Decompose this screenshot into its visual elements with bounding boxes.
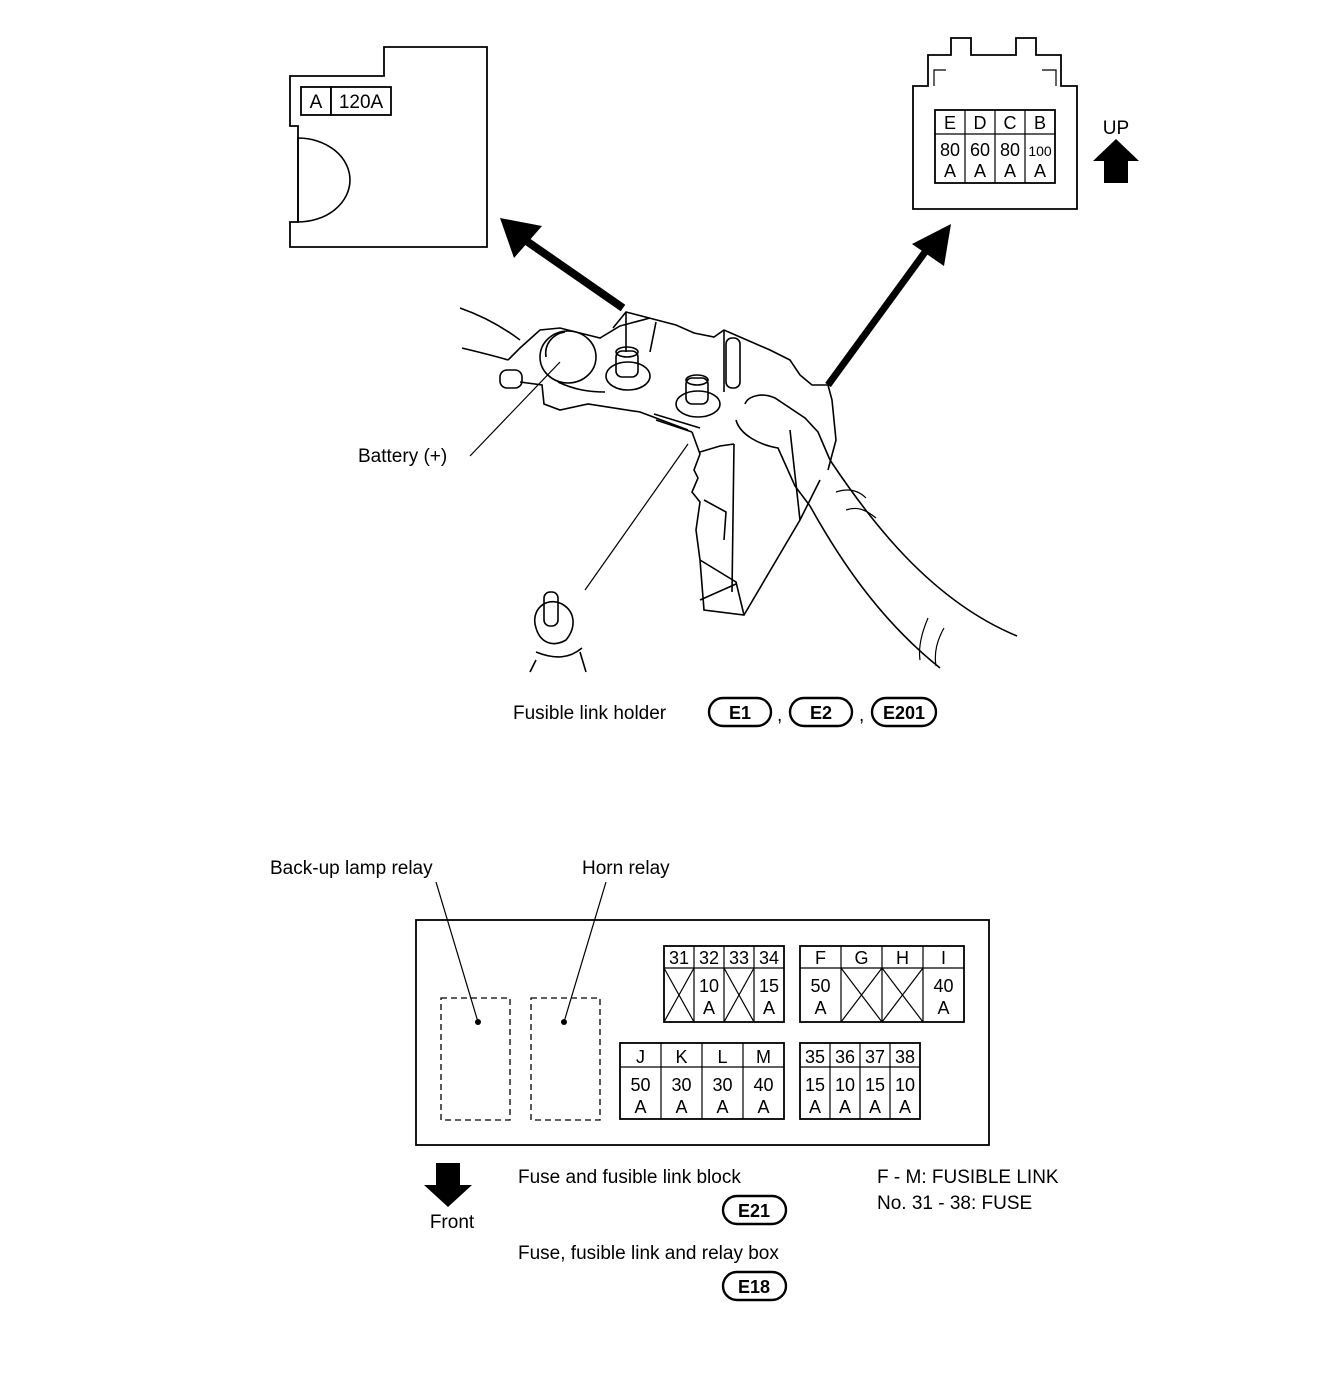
empty-slot-cross — [723, 967, 755, 1023]
block-caption: Fuse and fusible link block — [518, 1167, 741, 1188]
grid-cell-value: 10 — [895, 1075, 915, 1095]
holder-a-rating: 120A — [339, 92, 384, 113]
front-arrow-icon — [424, 1163, 472, 1207]
holder-a-label: A — [310, 92, 323, 113]
grid-cell-label: 34 — [759, 948, 779, 968]
holder-b-cell-value: 60 — [970, 140, 990, 160]
holder-b-cell-unit: A — [1034, 161, 1046, 181]
grid-cell-label: 36 — [835, 1047, 855, 1067]
legend-fuse: No. 31 - 38: FUSE — [877, 1193, 1032, 1214]
connector-e2-badge: E2 — [788, 696, 854, 728]
holder-b-cell-unit: A — [1004, 161, 1016, 181]
connector-e201-badge: E201 — [870, 696, 938, 728]
front-label: Front — [430, 1212, 475, 1233]
grid-cell-unit: A — [716, 1097, 728, 1117]
grid-cell-unit: A — [869, 1097, 881, 1117]
backup-relay-label: Back-up lamp relay — [270, 858, 433, 879]
connector-e18-badge: E18 — [721, 1270, 788, 1302]
grid-cell-value: 40 — [753, 1075, 773, 1095]
grid-cell-value: 15 — [759, 976, 779, 996]
arrow-to-holder-b-icon — [825, 224, 951, 388]
connector-separator: , — [859, 705, 864, 726]
connector-e2-label: E2 — [810, 703, 832, 723]
holder-b-cell-unit: A — [944, 161, 956, 181]
grid-cell-value: 10 — [835, 1075, 855, 1095]
horn-relay-slot — [530, 997, 601, 1121]
connector-e201-label: E201 — [883, 703, 925, 723]
connector-e1-badge: E1 — [707, 696, 773, 728]
box-caption: Fuse, fusible link and relay box — [518, 1243, 779, 1264]
holder-b-cell-label: B — [1034, 113, 1046, 133]
grid-cell-value: 10 — [699, 976, 719, 996]
connector-e21-label: E21 — [738, 1201, 770, 1221]
holder-b-cell-label: D — [974, 113, 987, 133]
legend-fusible-link: F - M: FUSIBLE LINK — [877, 1167, 1059, 1188]
grid-cell-label: J — [636, 1047, 645, 1067]
grid-cell-label: G — [854, 948, 868, 968]
battery-label: Battery (+) — [358, 446, 447, 467]
up-arrow-icon — [1093, 139, 1139, 183]
connector-e18-label: E18 — [738, 1277, 770, 1297]
connector-separator: , — [777, 705, 782, 726]
grid-cell-label: 38 — [895, 1047, 915, 1067]
grid-cell-unit: A — [899, 1097, 911, 1117]
grid-cell-label: 35 — [805, 1047, 825, 1067]
battery-terminal-illustration — [459, 307, 1018, 673]
holder-b-cell-value: 100 — [1028, 143, 1052, 159]
grid-cell-label: 33 — [729, 948, 749, 968]
backup-relay-slot — [440, 997, 511, 1121]
empty-slot-cross — [881, 967, 924, 1023]
grid-cell-label: F — [815, 948, 826, 968]
grid-cell-unit: A — [839, 1097, 851, 1117]
grid-cell-unit: A — [809, 1097, 821, 1117]
grid-cell-value: 15 — [865, 1075, 885, 1095]
empty-slot-cross — [663, 967, 695, 1023]
grid-cell-value: 50 — [630, 1075, 650, 1095]
grid-cell-unit: A — [814, 998, 826, 1018]
holder-b-cell-label: E — [944, 113, 956, 133]
grid-cell-unit: A — [937, 998, 949, 1018]
empty-slot-cross — [840, 967, 883, 1023]
grid-cell-label: 31 — [669, 948, 689, 968]
up-label: UP — [1103, 118, 1129, 139]
grid-cell-value: 15 — [805, 1075, 825, 1095]
connector-e1-label: E1 — [729, 703, 751, 723]
holder-b-cell-label: C — [1004, 113, 1017, 133]
arrow-to-holder-a-icon — [500, 218, 626, 312]
grid-cell-label: H — [896, 948, 909, 968]
fusible-link-holder-a: A 120A — [289, 46, 488, 248]
grid-cell-unit: A — [634, 1097, 646, 1117]
holder-b-cell-value: 80 — [1000, 140, 1020, 160]
grid-cell-unit: A — [703, 998, 715, 1018]
grid-cell-label: M — [756, 1047, 771, 1067]
backup-relay-leader — [435, 881, 479, 1023]
grid-cell-value: 30 — [712, 1075, 732, 1095]
holder-caption: Fusible link holder — [513, 703, 667, 724]
connector-e21-badge: E21 — [721, 1194, 788, 1226]
grid-cell-unit: A — [675, 1097, 687, 1117]
holder-b-cell-unit: A — [974, 161, 986, 181]
grid-cell-label: K — [675, 1047, 687, 1067]
grid-cell-label: L — [717, 1047, 727, 1067]
horn-relay-label: Horn relay — [582, 858, 670, 879]
holder-b-cell-value: 80 — [940, 140, 960, 160]
battery-leader-line — [469, 361, 561, 457]
grid-cell-value: 30 — [671, 1075, 691, 1095]
grid-cell-label: 32 — [699, 948, 719, 968]
grid-cell-value: 50 — [810, 976, 830, 996]
grid-cell-label: I — [941, 948, 946, 968]
grid-cell-unit: A — [763, 998, 775, 1018]
grid-cell-label: 37 — [865, 1047, 885, 1067]
horn-relay-leader — [563, 881, 607, 1023]
grid-cell-unit: A — [757, 1097, 769, 1117]
grid-cell-value: 40 — [933, 976, 953, 996]
